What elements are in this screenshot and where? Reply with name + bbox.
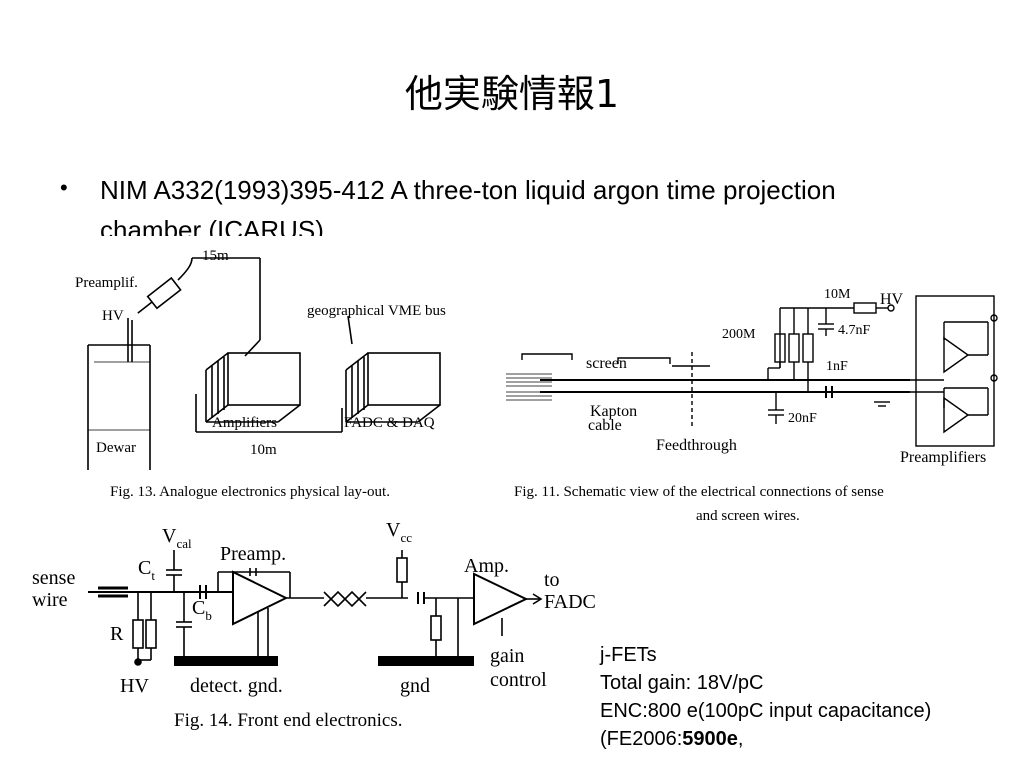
bullet-text: NIM A332(1993)395-412 A three-ton liquid… [100,175,836,236]
fig14-label-ct: Ct [138,557,155,583]
fig14-vcc-sub: cc [400,530,412,545]
note-line-fe2006: (FE2006:5900e, [600,725,1024,753]
fig11-diagram: 10M HV 200M 4.7nF 1nF screen Kapton cabl… [506,287,998,466]
fig13-label-vme-bus: geographical VME bus [307,303,446,319]
fig14-label-hv: HV [120,675,149,697]
fig14-label-detect-gnd: detect. gnd. [190,675,283,697]
fig13-diagram: 15m Preamplif. HV geographical VME bus A… [75,248,446,470]
fig14-cb-c: C [192,597,205,619]
note-line-enc: ENC:800 e(100pC input capacitance) [600,700,932,722]
fig11-label-preamplifiers: Preamplifiers [900,449,986,466]
fig13-label-preamplif: Preamplif. [75,275,138,291]
fig14-label-wire: wire [32,589,68,611]
fig14-vcal-sub: cal [176,536,192,551]
fig14-label-fadc: FADC [544,591,596,613]
fig11-label-cable: cable [588,417,622,434]
fig11-caption-line2: and screen wires. [696,508,800,524]
fig14-caption: Fig. 14. Front end electronics. [174,710,403,731]
fig14-ct-sub: t [151,568,155,583]
note-fe2006-suffix: , [737,728,744,750]
fig13-label-10m: 10m [250,442,277,458]
fig11-label-hv: HV [880,291,904,308]
fig14-label-gain: gain [490,645,524,667]
notes-block: j-FETs Total gain: 18V/pC ENC:800 e(100p… [600,641,1024,753]
fig11-label-10m: 10M [824,287,851,302]
fig13-caption: Fig. 13. Analogue electronics physical l… [110,484,390,500]
fig11-caption-line1: Fig. 11. Schematic view of the electrica… [514,484,884,500]
fig13-label-15m: 15m [202,248,229,264]
fig14-diagram: Vcal Vcc Ct Cb Preamp. Amp. sense wire t… [32,519,596,697]
bullet-item: • NIM A332(1993)395-412 A three-ton liqu… [60,170,960,236]
note-line-jfets: j-FETs [600,644,657,666]
fig14-label-vcal: Vcal [162,525,192,551]
fig11-label-4-7nf: 4.7nF [838,323,871,338]
note-line-total-gain: Total gain: 18V/pC [600,672,764,694]
fig14-label-gnd: gnd [400,675,430,697]
fig11-label-screen: screen [586,355,627,372]
fig14-vcal-v: V [162,525,177,547]
fig14-ct-c: C [138,557,151,579]
fig14-label-preamp: Preamp. [220,543,286,565]
fig14-label-to: to [544,569,560,591]
fig13-label-fadc-daq: FADC & DAQ [344,415,435,431]
fig11-label-20nf: 20nF [788,411,817,426]
fig13-label-dewar: Dewar [96,440,136,456]
fig11-label-feedthrough: Feedthrough [656,437,737,454]
fig11-label-200m: 200M [722,327,756,342]
fig14-label-r: R [110,623,124,645]
fig14-label-amp: Amp. [464,555,509,577]
fig14-label-control: control [490,669,547,691]
fig13-label-hv: HV [102,308,124,324]
fig14-vcc-v: V [386,519,401,541]
fig13-label-amplifiers: Amplifiers [212,415,277,431]
slide-title: 他実験情報1 [404,72,620,116]
fig11-label-kapton: Kapton [590,403,637,420]
note-fe2006-prefix: (FE2006: [600,728,683,750]
fig14-label-sense: sense [32,567,75,589]
bullet-dot-icon: • [60,175,68,200]
note-fe2006-value: 5900e [682,728,738,750]
fig14-label-vcc: Vcc [386,519,412,545]
fig14-label-cb: Cb [192,597,212,623]
fig14-cb-sub: b [205,608,212,623]
fig11-label-1nf: 1nF [826,359,848,374]
